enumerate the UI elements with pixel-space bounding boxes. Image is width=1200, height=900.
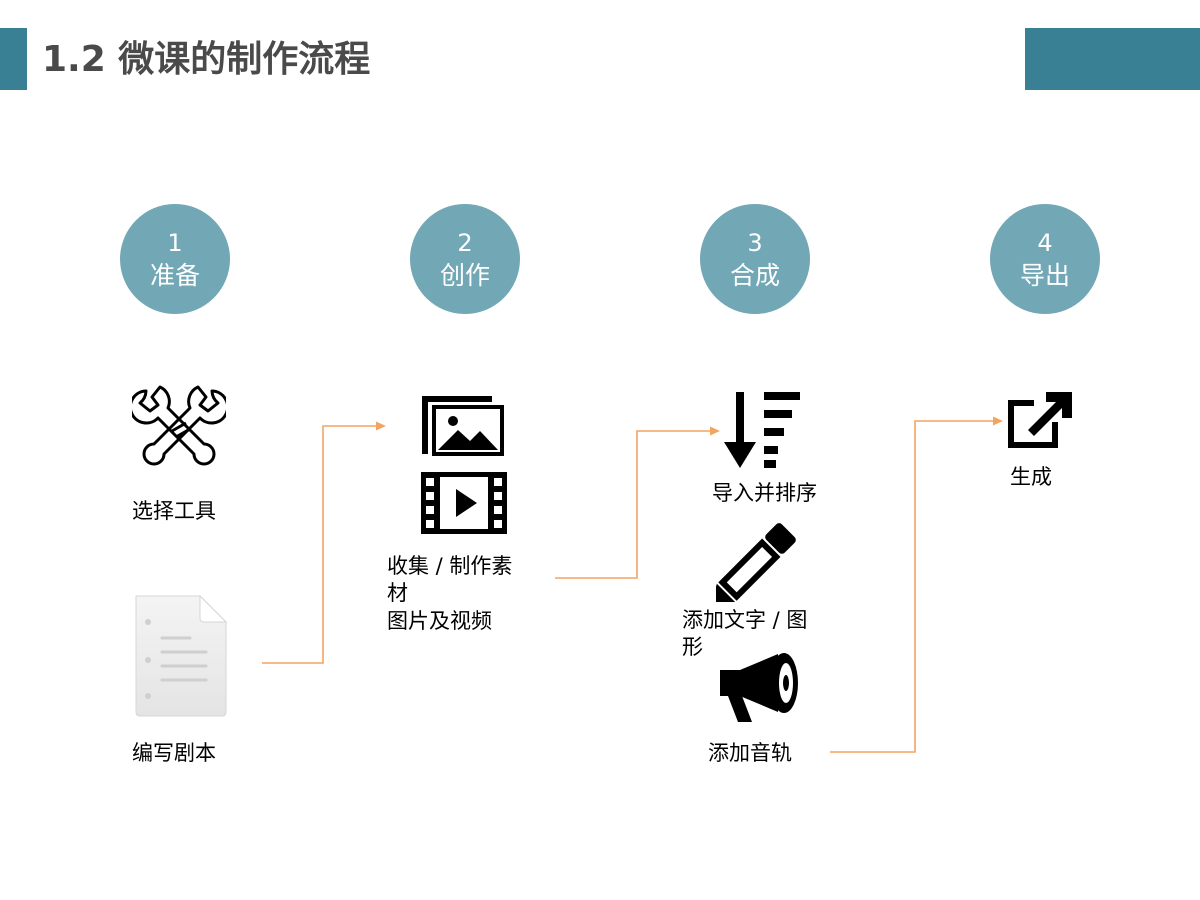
document-icon: [135, 594, 228, 717]
connector-step2-to-step3: [555, 430, 712, 579]
import-sort-label: 导入并排序: [712, 481, 817, 505]
step-number: 2: [457, 229, 473, 257]
connector-arrowhead: [710, 426, 720, 436]
connector-arrowhead: [993, 416, 1003, 426]
film-icon: [421, 472, 507, 534]
connector-arrowhead: [376, 421, 386, 431]
images-videos-label: 图片及视频: [387, 609, 492, 633]
step-name: 导出: [1019, 261, 1070, 290]
step-number: 3: [747, 229, 763, 257]
header-right-accent: [1025, 28, 1200, 90]
collect-materials-label: 收集 / 制作素材: [387, 554, 513, 605]
step-4-circle: 4 导出: [990, 204, 1100, 314]
page-title: 1.2 微课的制作流程: [42, 39, 371, 80]
step-name: 创作: [439, 261, 490, 290]
generate-label: 生成: [1010, 465, 1052, 489]
image-gallery-icon: [422, 396, 504, 456]
pencil-icon: [716, 523, 796, 602]
connector-step1-to-step2: [262, 425, 378, 664]
step-name: 准备: [149, 261, 200, 290]
megaphone-icon: [720, 653, 798, 722]
add-audio-label: 添加音轨: [708, 741, 792, 765]
select-tools-label: 选择工具: [132, 499, 216, 523]
write-script-label: 编写剧本: [132, 741, 216, 765]
step-number: 1: [167, 229, 183, 257]
export-icon: [1008, 392, 1072, 448]
sort-icon: [724, 392, 800, 468]
step-name: 合成: [729, 261, 780, 290]
step-3-circle: 3 合成: [700, 204, 810, 314]
step-2-circle: 2 创作: [410, 204, 520, 314]
add-text-label: 添加文字 / 图形: [682, 608, 808, 659]
header-left-accent: [0, 28, 27, 90]
tools-icon: [132, 385, 226, 466]
connector-step3-to-step4: [830, 420, 995, 753]
step-number: 4: [1037, 229, 1053, 257]
step-1-circle: 1 准备: [120, 204, 230, 314]
